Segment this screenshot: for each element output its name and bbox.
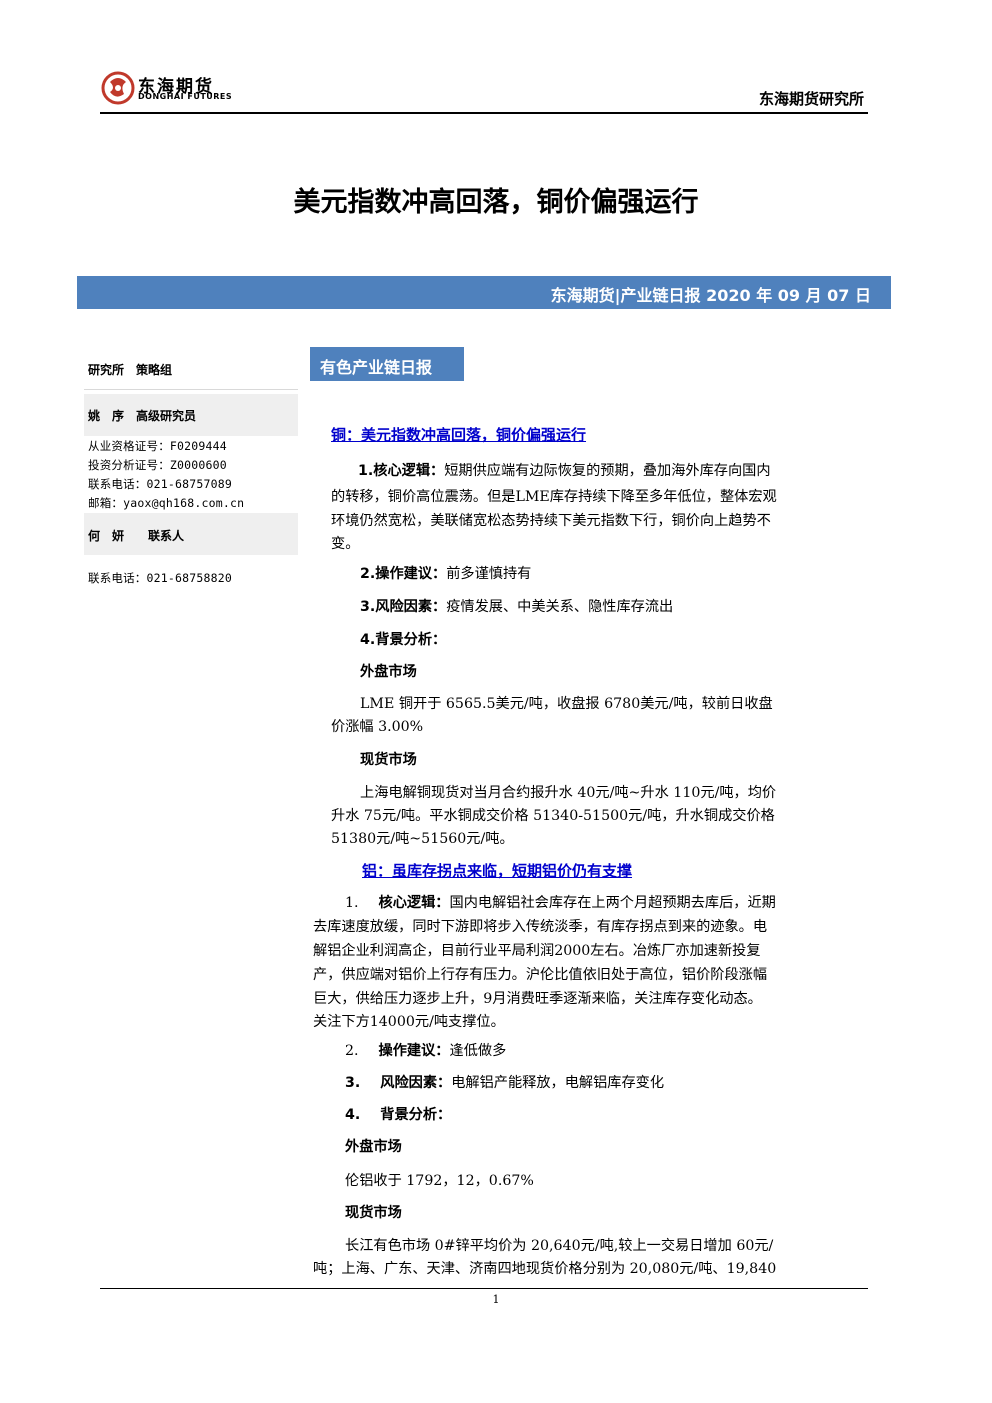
report-title: 美元指数冲高回落，铜价偏强运行: [293, 187, 699, 218]
header-rule: [100, 112, 868, 114]
aluminum-logic-line2: 去库速度放缓，同时下游即将步入传统淡季，有库存拐点到来的迹象。电: [313, 919, 768, 935]
copper-title-link[interactable]: 铜：美元指数冲高回落，铜价偏强运行: [331, 426, 587, 444]
copper-logic-line2: 的转移，铜价高位震荡。但是LME库存持续下降至多年低位，整体宏观: [331, 489, 777, 505]
analyst1-email[interactable]: 邮箱：yaox@qh168.com.cn: [88, 496, 245, 510]
logo-subtext: DONGHAI FUTURES: [138, 92, 233, 101]
aluminum-risk: 3.风险因素：电解铝产能释放，电解铝库存变化: [345, 1075, 665, 1091]
copper-logic-line4: 变。: [331, 536, 360, 552]
copper-spot-label: 现货市场: [360, 752, 417, 768]
aluminum-ext-label: 外盘市场: [345, 1139, 402, 1155]
copper-bg-label: 4.背景分析：: [360, 632, 447, 648]
copper-ext-label: 外盘市场: [360, 664, 417, 680]
aluminum-logic-line1: 1.核心逻辑：国内电解铝社会库存在上两个月超预期去库后，近期: [345, 895, 776, 911]
aluminum-logic-line5: 巨大，供给压力逐步上升，9月消费旺季逐渐来临，关注库存变化动态。: [313, 991, 762, 1007]
report-banner: 东海期货|产业链日报 2020 年 09 月 07 日: [77, 276, 891, 309]
analyst2-phone: 联系电话：021-68758820: [88, 571, 232, 585]
aluminum-logic-line6: 关注下方14000元/吨支撑位。: [313, 1014, 505, 1030]
institute-name: 东海期货研究所: [758, 90, 864, 108]
aluminum-risk-label: 风险因素：: [380, 1075, 452, 1091]
page-number: 1: [492, 1293, 500, 1306]
copper-ext-line1: LME 铜开于 6565.5美元/吨，收盘报 6780美元/吨，较前日收盘: [360, 696, 773, 712]
analyst1-name: 姚 序 高级研究员: [88, 409, 197, 423]
aluminum-logic-line4: 产，供应端对铝价上行存有压力。沪伦比值依旧处于高位，铝价阶段涨幅: [313, 967, 768, 983]
copper-op: 2.操作建议：前多谨慎持有: [360, 566, 532, 582]
analyst1-invest: 投资分析证号：Z0000600: [88, 458, 227, 472]
analyst1-phone: 联系电话：021-68757089: [88, 477, 232, 491]
banner-text: 东海期货|产业链日报 2020 年 09 月 07 日: [550, 286, 871, 305]
aluminum-spot-label: 现货市场: [345, 1205, 402, 1221]
aluminum-bg-label: 背景分析：: [380, 1107, 452, 1123]
donghai-logo-icon: [101, 71, 135, 105]
analyst2-name: 何 妍 联系人: [88, 529, 185, 543]
sidebar-group: 研究所 策略组: [88, 363, 173, 377]
aluminum-logic-label: 核心逻辑：: [378, 895, 450, 911]
aluminum-op: 2.操作建议：逢低做多: [345, 1043, 507, 1059]
copper-spot-line3: 51380元/吨~51560元/吨。: [331, 831, 514, 847]
analyst1-header: [84, 394, 298, 436]
copper-ext-line2: 价涨幅 3.00%: [331, 719, 424, 735]
aluminum-bg: 4.背景分析：: [345, 1107, 452, 1123]
aluminum-spot-line1: 长江有色市场 0#锌平均价为 20,640元/吨,较上一交易日增加 60元/: [345, 1238, 774, 1254]
copper-risk-label: 3.风险因素：: [360, 599, 447, 615]
copper-spot-line2: 升水 75元/吨。平水铜成交价格 51340-51500元/吨，升水铜成交价格: [331, 808, 775, 824]
copper-logic-line1: 1.核心逻辑：短期供应端有边际恢复的预期，叠加海外库存向国内: [358, 463, 771, 479]
sidebar-divider: [84, 389, 298, 390]
aluminum-op-label: 操作建议：: [378, 1043, 450, 1059]
copper-op-label: 2.操作建议：: [360, 566, 447, 582]
copper-spot-line1: 上海电解铜现货对当月合约报升水 40元/吨~升水 110元/吨，均价: [360, 785, 777, 801]
logo-text: 东海期货: [138, 77, 214, 97]
analyst2-header: [84, 513, 298, 555]
section-label: 有色产业链日报: [310, 347, 464, 381]
aluminum-logic-line3: 解铝企业利润高企，目前行业平局利润2000左右。冶炼厂亦加速新投复: [313, 943, 761, 959]
aluminum-ext-line1: 伦铝收于 1792，12，0.67%: [345, 1173, 534, 1189]
footer-rule: [100, 1288, 868, 1289]
aluminum-spot-line2: 吨；上海、广东、天津、济南四地现货价格分别为 20,080元/吨、19,840: [313, 1261, 777, 1277]
copper-logic-line3: 环境仍然宽松，美联储宽松态势持续下美元指数下行，铜价向上趋势不: [331, 513, 771, 529]
copper-risk: 3.风险因素：疫情发展、中美关系、隐性库存流出: [360, 599, 674, 615]
aluminum-title-link[interactable]: 铝：虽库存拐点来临，短期铝价仍有支撑: [362, 862, 633, 880]
section-label-text: 有色产业链日报: [320, 358, 433, 377]
copper-logic-label: 1.核心逻辑：: [358, 463, 445, 479]
analyst1-cert: 从业资格证号：F0209444: [88, 439, 227, 453]
